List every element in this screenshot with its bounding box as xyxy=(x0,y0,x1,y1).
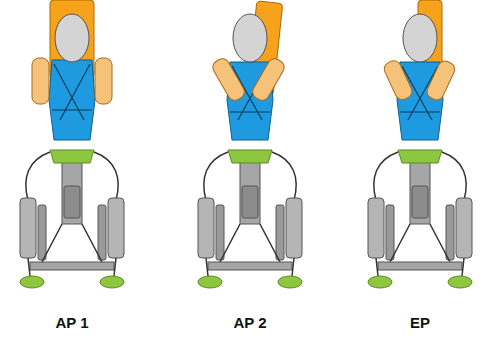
figure-label: EP xyxy=(410,314,430,331)
figure-label: AP 1 xyxy=(55,314,88,331)
figure-label: AP 2 xyxy=(233,314,266,331)
